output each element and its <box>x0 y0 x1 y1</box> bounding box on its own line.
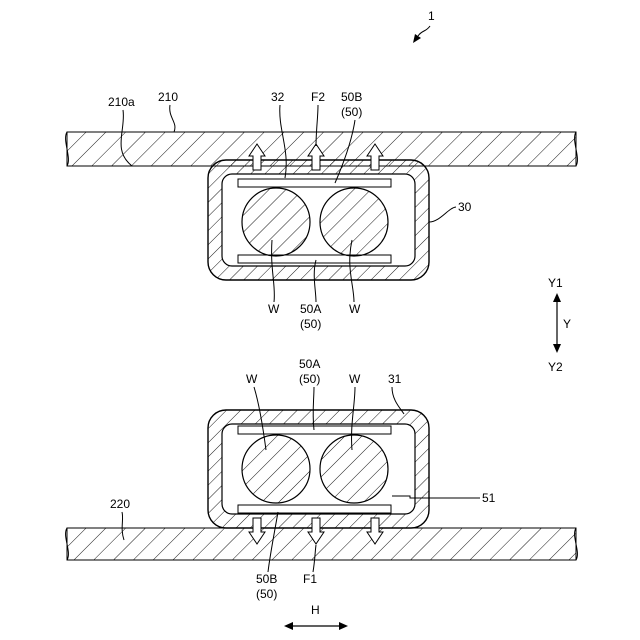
leader-210 <box>170 105 175 132</box>
label-H: H <box>311 603 320 617</box>
label-30: 30 <box>458 200 472 214</box>
label-W-upper-right: W <box>349 302 361 316</box>
label-50A-lower-paren: (50) <box>299 372 320 386</box>
label-31: 31 <box>388 372 402 386</box>
leader-30 <box>429 207 456 222</box>
upper-plate-50A <box>238 255 391 263</box>
lower-cable-W-left <box>242 435 310 503</box>
label-W-upper-left: W <box>268 302 280 316</box>
label-50B-bottom: 50B <box>256 572 277 586</box>
label-50A-lower: 50A <box>299 357 320 371</box>
label-50B-top: 50B <box>341 90 362 104</box>
label-1: 1 <box>428 9 435 23</box>
leader-1 <box>418 26 430 36</box>
label-W-lower-right: W <box>349 372 361 386</box>
lower-plate-50B <box>238 505 391 513</box>
label-50B-bottom-paren: (50) <box>256 587 277 601</box>
label-W-lower-left: W <box>246 372 258 386</box>
label-32: 32 <box>271 90 285 104</box>
label-50B-top-paren: (50) <box>341 105 362 119</box>
upper-plate-50B <box>238 179 391 187</box>
upper-cable-W-left <box>242 188 310 256</box>
label-F2: F2 <box>311 90 325 104</box>
label-210a: 210a <box>108 95 135 109</box>
label-Y: Y <box>563 317 571 331</box>
label-51: 51 <box>482 491 496 505</box>
leader-50A-lower <box>313 387 314 430</box>
label-F1: F1 <box>303 572 317 586</box>
h-axis-arrow-left <box>284 622 293 630</box>
label-50A-upper-paren: (50) <box>300 317 321 331</box>
label-50A-upper: 50A <box>300 302 321 316</box>
arrowhead-1 <box>413 34 421 43</box>
y-axis-arrow-down <box>553 344 561 353</box>
label-220: 220 <box>110 497 130 511</box>
label-Y1: Y1 <box>548 276 563 290</box>
h-axis-arrow-right <box>339 622 348 630</box>
y-axis-arrow-up <box>553 293 561 302</box>
label-210: 210 <box>158 90 178 104</box>
lower-plate-50A <box>238 426 391 434</box>
lower-cable-W-right <box>320 435 388 503</box>
label-Y2: Y2 <box>548 360 563 374</box>
upper-cable-W-right <box>320 188 388 256</box>
